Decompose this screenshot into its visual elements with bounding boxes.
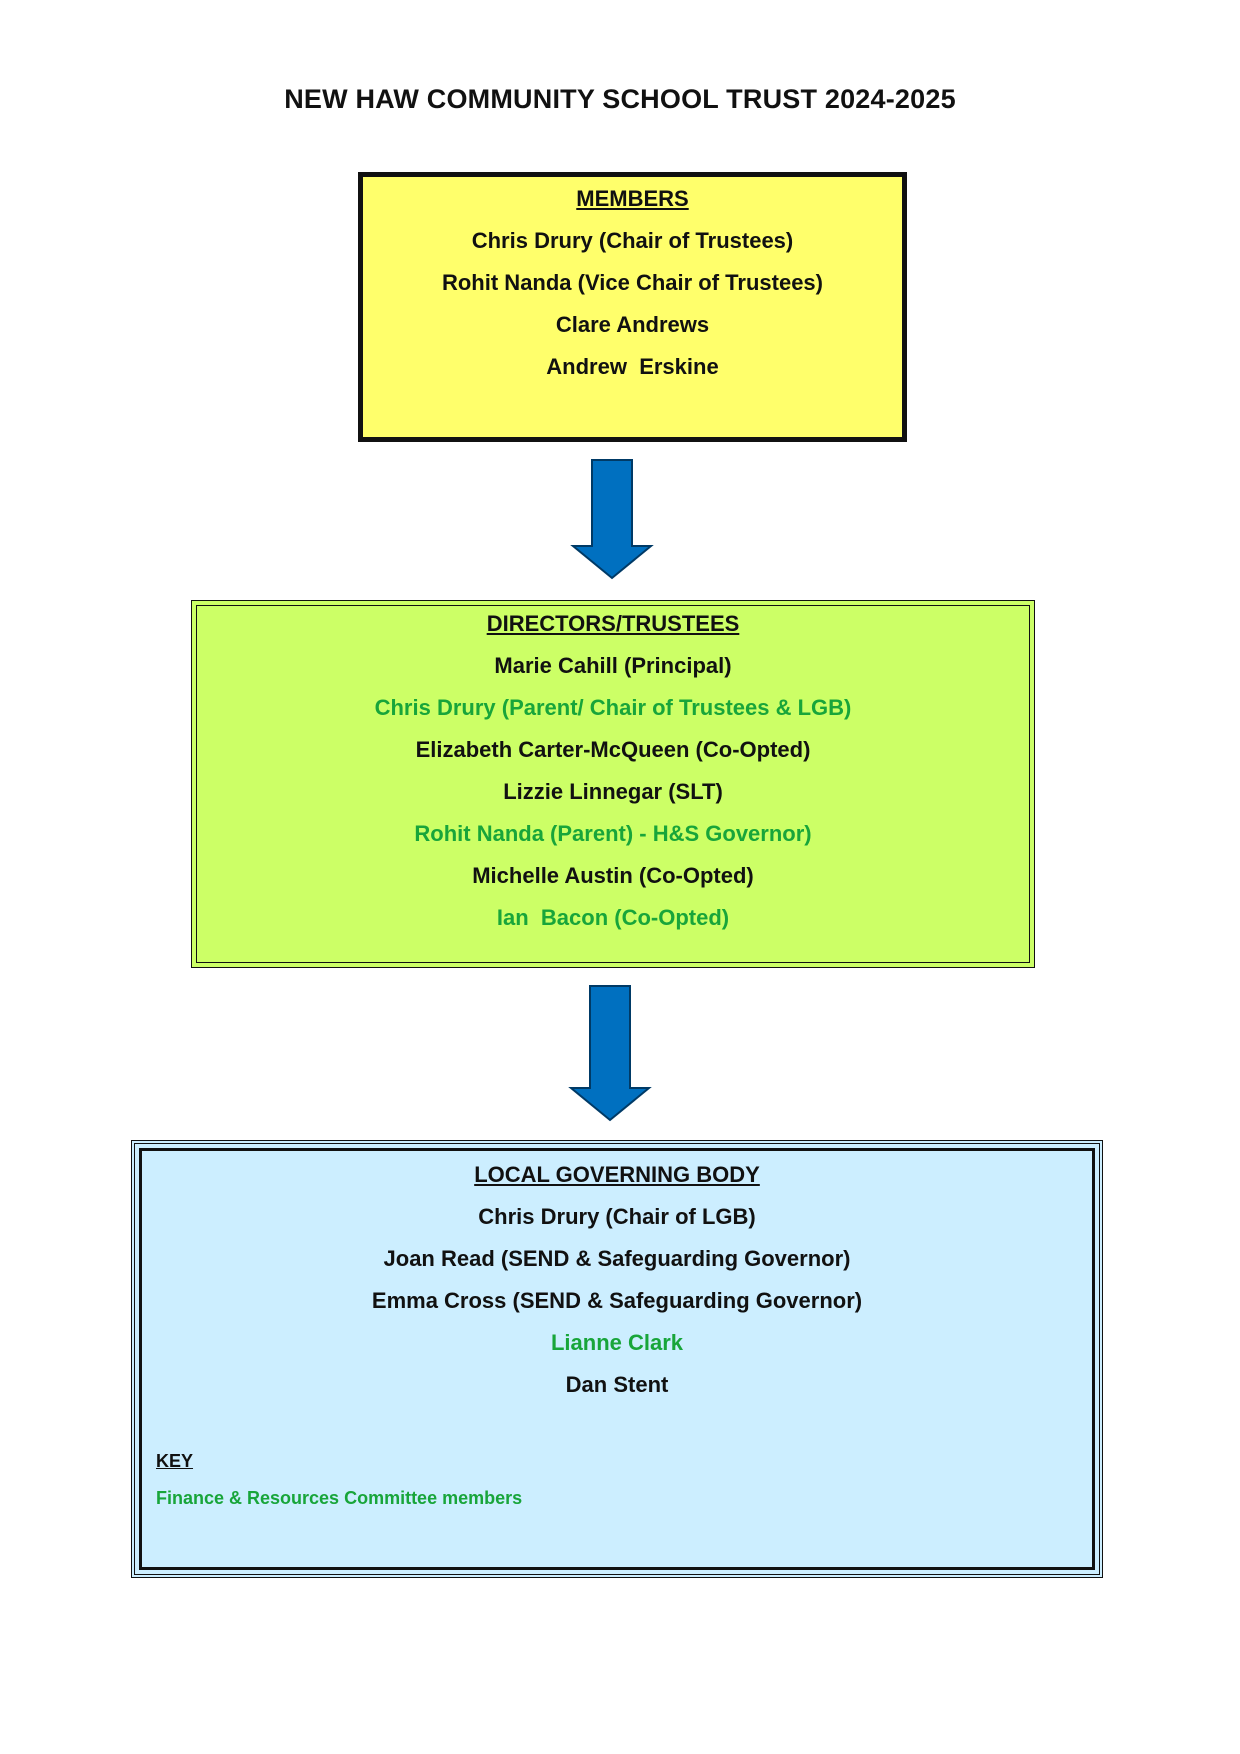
lgb-inner-border: LOCAL GOVERNING BODY Chris Drury (Chair … [139,1148,1095,1570]
lgb-name: Chris Drury (Chair of LGB) [478,1204,756,1229]
member-name: Rohit Nanda (Vice Chair of Trustees) [441,270,823,295]
key-entry-finance-committee: Finance & Resources Committee members [156,1488,523,1508]
members-heading: MEMBERS [576,186,689,211]
director-name: Marie Cahill (Principal) [494,653,732,678]
page-title: NEW HAW COMMUNITY SCHOOL TRUST 2024-2025 [284,84,956,114]
lgb-heading: LOCAL GOVERNING BODY [474,1162,760,1187]
down-arrow-members-to-directors [570,459,654,580]
director-name: Michelle Austin (Co-Opted) [472,863,754,888]
lgb-name: Lianne Clark [550,1330,684,1355]
director-name: Lizzie Linnegar (SLT) [503,779,723,804]
local-governing-body-box: LOCAL GOVERNING BODY Chris Drury (Chair … [131,1140,1103,1578]
lgb-name: Joan Read (SEND & Safeguarding Governor) [383,1246,851,1271]
member-name: Clare Andrews [555,312,710,337]
director-name: Rohit Nanda (Parent) - H&S Governor) [414,821,812,846]
directors-heading: DIRECTORS/TRUSTEES [486,611,740,636]
lgb-name: Emma Cross (SEND & Safeguarding Governor… [371,1288,863,1313]
member-name: Chris Drury (Chair of Trustees) [471,228,794,253]
member-name: Andrew Erskine [546,354,719,379]
down-arrow-directors-to-lgb [568,985,652,1122]
lgb-name: Dan Stent [565,1372,669,1397]
directors-trustees-box: DIRECTORS/TRUSTEES Marie Cahill (Princip… [191,600,1035,968]
director-name: Elizabeth Carter-McQueen (Co-Opted) [415,737,811,762]
key-title: KEY [156,1451,194,1471]
director-name: Chris Drury (Parent/ Chair of Trustees &… [374,695,852,720]
members-box: MEMBERS Chris Drury (Chair of Trustees) … [358,172,907,442]
director-name: Ian Bacon (Co-Opted) [496,905,730,930]
key-legend: KEY Finance & Resources Committee member… [156,1451,522,1509]
